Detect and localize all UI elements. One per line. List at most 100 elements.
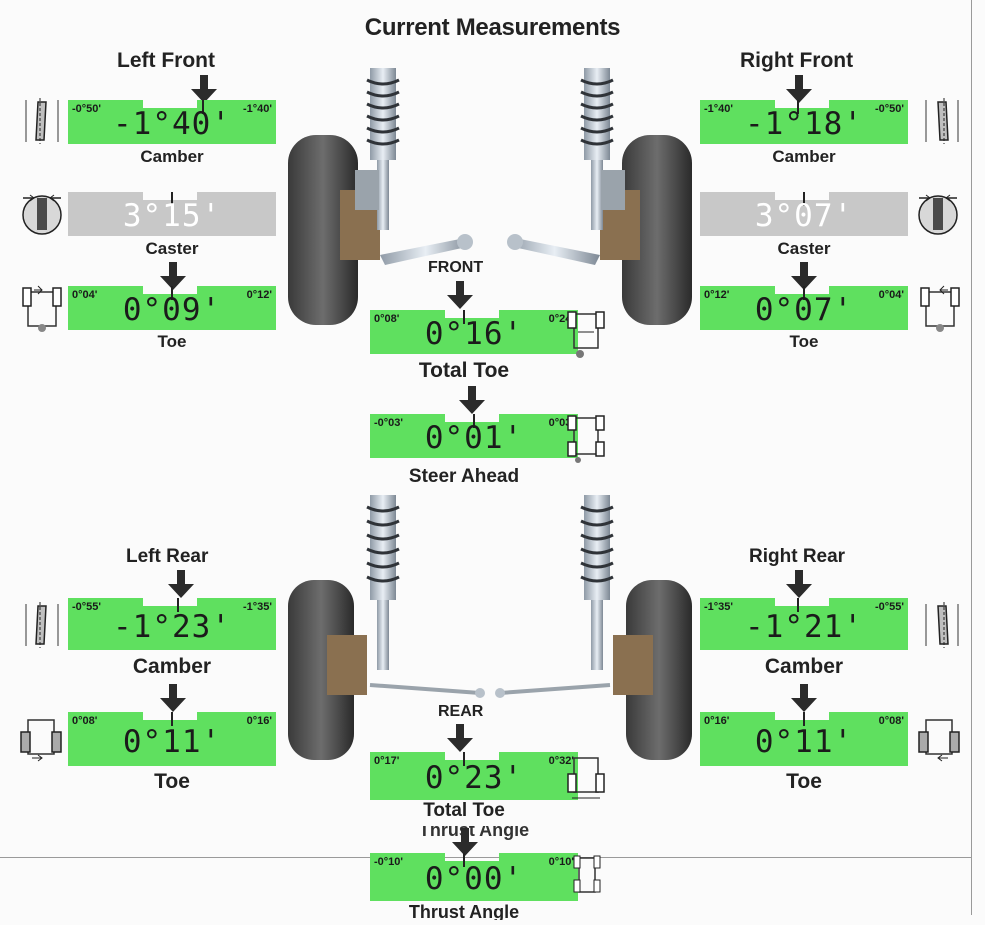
right-rear-camber-label: Camber	[764, 655, 844, 678]
gauge-value: 0°23'	[424, 760, 524, 796]
gauge-fill	[700, 192, 908, 236]
thrust-angle-arrow-icon	[452, 828, 478, 856]
gauge-bar	[68, 100, 276, 144]
front-right-wheel-icon	[600, 135, 692, 325]
left-front-caster-gauge: 3°15'	[68, 192, 276, 236]
right-front-camber-arrow-icon	[786, 75, 812, 103]
gauge-pointer-tick	[797, 100, 799, 114]
gauge-value: 3°07'	[754, 198, 854, 234]
gauge-min: 0°12'	[704, 289, 730, 301]
gauge-value: 3°15'	[122, 198, 222, 234]
gauge-fill	[370, 310, 578, 354]
gauge-pointer-tick	[171, 192, 173, 206]
front-total-toe-label: Total Toe	[418, 359, 510, 382]
gauge-bar	[700, 286, 908, 330]
gauge-min: 0°08'	[72, 715, 98, 727]
gauge-max: 0°08'	[878, 715, 904, 727]
right-front-toe-gauge: 0°12' 0°04' 0°07'	[700, 286, 908, 330]
thrust-angle-car-icon	[573, 855, 601, 893]
gauge-value: 0°11'	[122, 724, 222, 760]
gauge-max: 0°32'	[548, 755, 574, 767]
gauge-pointer-tick	[463, 752, 465, 766]
left-rear-camber-gauge: -0°55' -1°35' -1°23'	[68, 598, 276, 650]
gauge-max: 0°16'	[246, 715, 272, 727]
rear-suspension-illustration	[288, 495, 692, 760]
rear-left-wheel-icon	[288, 580, 367, 760]
gauge-pointer-tick	[463, 853, 465, 867]
right-front-camber-wheel-icon	[925, 98, 959, 144]
gauge-pointer-tick	[171, 712, 173, 726]
right-front-caster-gauge: 3°07'	[700, 192, 908, 236]
left-front-caster-label: Caster	[145, 239, 199, 258]
gauge-bar	[68, 192, 276, 236]
gauge-fill	[68, 286, 276, 330]
gauge-pointer-tick	[803, 192, 805, 206]
gauge-bar	[370, 414, 578, 458]
left-rear-camber-arrow-icon	[168, 570, 194, 598]
left-front-label: Left Front	[117, 49, 215, 72]
right-front-camber-label: Camber	[772, 147, 836, 166]
right-rear-toe-car-icon	[918, 719, 960, 762]
gauge-min: 0°17'	[374, 755, 400, 767]
right-front-caster-label: Caster	[777, 239, 831, 258]
gauge-max: 0°10'	[548, 856, 574, 868]
right-front-toe-label: Toe	[789, 332, 819, 351]
left-front-caster-wheel-icon	[22, 194, 62, 235]
gauge-min: -1°40'	[704, 103, 734, 115]
rear-total-toe-label: Total Toe	[423, 800, 505, 821]
gauge-value: 0°01'	[424, 420, 524, 456]
gauge-bar	[370, 752, 578, 800]
left-rear-toe-car-icon	[20, 719, 62, 762]
thrust-angle-ghost-label: Thrust Angle	[418, 826, 530, 840]
right-rear-label: Right Rear	[749, 546, 846, 567]
left-front-camber-label: Camber	[140, 147, 204, 166]
steer-ahead-arrow-icon	[459, 386, 485, 414]
gauge-fill	[700, 286, 908, 330]
thrust-angle-gauge: -0°10' 0°10' 0°00'	[370, 853, 578, 901]
left-rear-camber-wheel-icon	[25, 602, 59, 648]
gauge-pointer-tick	[177, 598, 179, 612]
left-rear-camber-label: Camber	[132, 655, 212, 678]
gauge-min: -0°03'	[374, 417, 404, 429]
gauge-bar	[68, 286, 276, 330]
right-rear-toe-gauge: 0°16' 0°08' 0°11'	[700, 712, 908, 766]
front-total-toe-car-icon	[567, 311, 605, 358]
gauge-value: 0°00'	[424, 861, 524, 897]
gauge-bar	[68, 712, 276, 766]
rear-label: REAR	[438, 703, 484, 720]
rear-total-toe-gauge: 0°17' 0°32' 0°23'	[370, 752, 578, 800]
right-rear-camber-gauge: -1°35' -0°55' -1°21'	[700, 598, 908, 650]
rear-right-wheel-icon	[613, 580, 692, 760]
right-rear-toe-arrow-icon	[791, 684, 817, 712]
steer-ahead-label: Steer Ahead	[408, 466, 520, 487]
left-rear-label: Left Rear	[126, 546, 209, 567]
gauge-pointer-tick	[473, 414, 475, 428]
left-rear-toe-gauge: 0°08' 0°16' 0°11'	[68, 712, 276, 766]
gauge-fill	[68, 100, 276, 144]
gauge-bar	[370, 853, 578, 901]
gauge-fill	[700, 100, 908, 144]
gauge-min: -0°10'	[374, 856, 404, 868]
gauge-max: -1°40'	[242, 103, 272, 115]
gauge-bar	[700, 598, 908, 650]
gauge-min: -0°55'	[72, 601, 102, 613]
right-front-label: Right Front	[740, 49, 854, 72]
right-front-toe-arrow-icon	[791, 262, 817, 290]
front-total-toe-arrow-icon	[447, 281, 473, 309]
gauge-bar	[68, 598, 276, 650]
gauge-value: -1°23'	[113, 609, 231, 645]
steer-ahead-car-icon	[567, 415, 605, 463]
right-front-camber-gauge: -1°40' -0°50' -1°18'	[700, 100, 908, 144]
gauge-min: 0°16'	[704, 715, 730, 727]
left-front-toe-label: Toe	[157, 332, 187, 351]
gauge-max: -1°35'	[242, 601, 272, 613]
gauge-min: 0°08'	[374, 313, 400, 325]
gauge-value: 0°07'	[754, 292, 854, 328]
gauge-fill	[68, 598, 276, 650]
gauge-value: 0°09'	[122, 292, 222, 328]
gauge-value: -1°18'	[745, 106, 863, 142]
left-front-toe-arrow-icon	[160, 262, 186, 290]
right-rear-toe-label: Toe	[786, 770, 822, 793]
rear-total-toe-arrow-icon	[447, 724, 473, 752]
front-suspension-illustration	[288, 68, 692, 325]
